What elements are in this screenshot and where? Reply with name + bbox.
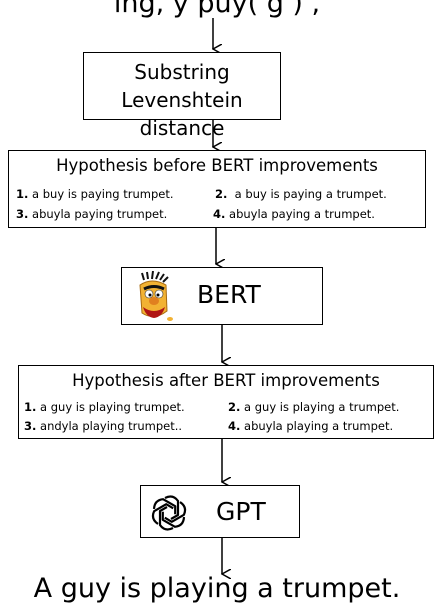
item-number: 2. xyxy=(215,187,228,201)
hypothesis-before-item-3: 3. abuyla paying trumpet. xyxy=(16,207,167,221)
item-number: 1. xyxy=(16,187,29,201)
output-text: A guy is playing a trumpet. xyxy=(33,573,401,604)
item-text: abuyla paying trumpet. xyxy=(28,207,168,221)
bert-muppet-icon xyxy=(139,271,173,321)
item-number: 3. xyxy=(24,419,37,433)
item-text: a buy is paying a trumpet. xyxy=(227,187,387,201)
item-text: abuyla paying a trumpet. xyxy=(225,207,375,221)
hypothesis-before-box: Hypothesis before BERT improvements 1. a… xyxy=(8,150,426,228)
hypothesis-after-item-2: 2. a guy is playing a trumpet. xyxy=(228,400,399,414)
hypothesis-before-item-1: 1. a buy is paying trumpet. xyxy=(16,187,173,201)
item-number: 4. xyxy=(228,419,241,433)
item-number: 2. xyxy=(228,400,241,414)
hypothesis-after-box: Hypothesis after BERT improvements 1. a … xyxy=(18,365,434,439)
bert-label: BERT xyxy=(197,280,261,309)
bert-box: BERT xyxy=(121,267,323,325)
item-text: abuyla playing a trumpet. xyxy=(240,419,394,433)
openai-logo-icon xyxy=(149,495,189,531)
hypothesis-after-item-4: 4. abuyla playing a trumpet. xyxy=(228,419,393,433)
item-text: a buy is paying trumpet. xyxy=(28,187,174,201)
hypothesis-after-title: Hypothesis after BERT improvements xyxy=(72,371,380,390)
levenshtein-label-line2: distance xyxy=(139,116,225,140)
gpt-box: GPT xyxy=(140,485,300,538)
input-text: ing, y puy( g ) , xyxy=(113,0,321,19)
item-number: 4. xyxy=(213,207,226,221)
levenshtein-box: Substring Levenshtein distance xyxy=(83,52,281,140)
item-text: a guy is playing a trumpet. xyxy=(240,400,400,414)
hypothesis-after-item-1: 1. a guy is playing trumpet. xyxy=(24,400,185,414)
hypothesis-before-title: Hypothesis before BERT improvements xyxy=(56,156,378,175)
hypothesis-after-item-3: 3. andyla playing trumpet.. xyxy=(24,419,182,433)
hypothesis-before-item-4: 4. abuyla paying a trumpet. xyxy=(213,207,375,221)
gpt-label: GPT xyxy=(216,497,266,526)
item-number: 1. xyxy=(24,400,37,414)
item-number: 3. xyxy=(16,207,29,221)
item-text: andyla playing trumpet.. xyxy=(36,419,183,433)
item-text: a guy is playing trumpet. xyxy=(36,400,185,414)
hypothesis-before-item-2: 2. a buy is paying a trumpet. xyxy=(215,187,387,201)
levenshtein-label-line1: Substring Levenshtein xyxy=(121,60,243,112)
